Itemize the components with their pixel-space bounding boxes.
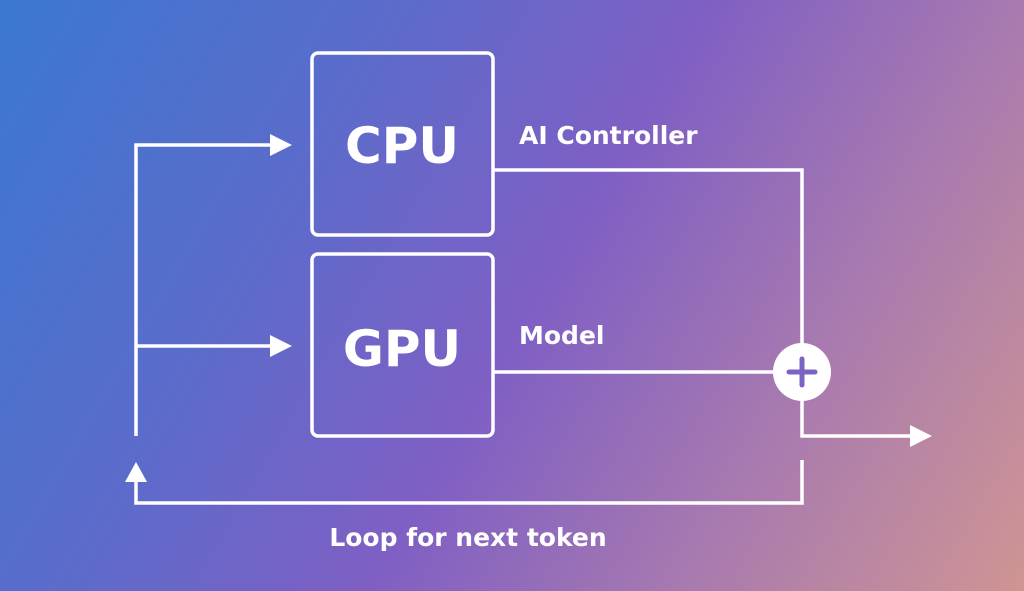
loop-back-line	[134, 460, 804, 505]
arrow-to-gpu-icon	[270, 335, 292, 357]
cpu-label: CPU	[345, 117, 459, 175]
output-lines	[494, 168, 912, 438]
loop-label: Loop for next token	[329, 523, 606, 552]
input-arrows	[134, 143, 278, 436]
input-line-cpu	[134, 143, 278, 436]
plus-symbol-icon	[786, 356, 818, 388]
loop-arrow-up-icon	[125, 462, 147, 482]
gpu-label: GPU	[343, 320, 461, 378]
final-output-line	[800, 400, 912, 438]
arrow-to-cpu-icon	[270, 134, 292, 156]
cpu-box	[310, 51, 495, 237]
output-arrow-icon	[910, 425, 932, 447]
gpu-box	[310, 252, 495, 438]
cpu-output-line	[494, 168, 804, 346]
model-label: Model	[519, 321, 604, 350]
ai-controller-label: AI Controller	[519, 121, 698, 150]
